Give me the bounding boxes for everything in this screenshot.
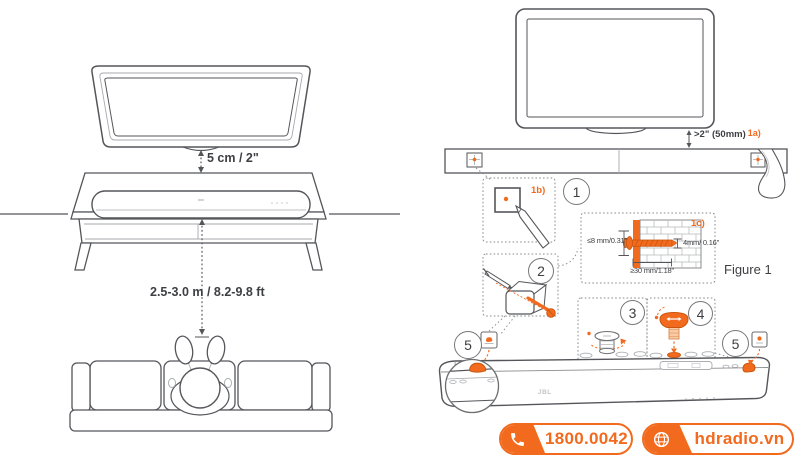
tv-soundbar-gap-label: 5 cm / 2" <box>207 151 259 165</box>
step1-mark-box <box>482 177 556 249</box>
listening-distance-label: 2.5-3.0 m / 8.2-9.8 ft <box>150 285 265 299</box>
website-badge: hdradio.vn <box>642 423 794 455</box>
bracket-right <box>742 362 756 373</box>
left-distance-line <box>195 219 209 338</box>
step-1-badge: 1 <box>563 178 590 205</box>
step-5-badge-right: 5 <box>722 330 749 357</box>
step1c-drill-box <box>580 212 716 284</box>
ref-1b: 1b) <box>531 185 546 196</box>
nail-icon <box>483 268 514 290</box>
globe-icon <box>644 425 692 453</box>
screw-depth-label: ≥30 mm/1.18" <box>630 266 674 275</box>
step-5-badge-left: 5 <box>454 331 482 359</box>
right-gap-arrow <box>686 130 692 148</box>
wall-gap-value: >2" (50mm) <box>694 129 746 140</box>
mount-knob-icon <box>659 311 689 340</box>
screw-diameter-label: 4mm/ 0.16" <box>683 238 720 247</box>
step5-left-group <box>476 331 498 368</box>
screw-protrusion-label: ≤8 mm/0.31" <box>586 236 627 245</box>
mount-foot-icon <box>594 330 620 355</box>
step4-knob-box <box>646 297 716 363</box>
template-mark-right <box>750 152 766 168</box>
phone-icon <box>501 425 545 453</box>
ref-1a: 1a) <box>747 127 761 138</box>
template-curl <box>756 148 786 199</box>
person-illustration <box>168 335 232 416</box>
dim-bracket-bottom <box>632 258 672 267</box>
step-2-badge: 2 <box>528 258 554 284</box>
phone-number: 1800.0042 <box>545 429 629 448</box>
left-soundbar-illustration <box>91 190 311 219</box>
phone-badge: 1800.0042 <box>499 423 633 455</box>
step3-foot-box <box>577 297 648 363</box>
ref-1c: 1c) <box>691 218 705 229</box>
wall-anchor-icon <box>495 280 556 318</box>
figure-caption: Figure 1 <box>724 262 772 277</box>
left-gap-arrow <box>198 150 204 173</box>
magnifier-circle <box>444 358 500 414</box>
bracket-left-magnified <box>468 362 487 373</box>
step5-right-group <box>748 331 768 366</box>
right-tv-illustration <box>515 8 715 135</box>
wall-soundbar-illustration <box>438 356 771 408</box>
left-tv-stand-illustration <box>70 172 327 271</box>
step-4-badge: 4 <box>688 301 713 326</box>
dim-bracket-right <box>673 238 682 249</box>
couch-illustration <box>69 360 333 432</box>
website-url: hdradio.vn <box>694 429 785 448</box>
template-mark-left <box>466 152 483 168</box>
dim-bracket-left <box>618 230 629 256</box>
soundbar-logo: JBL <box>538 389 552 396</box>
step2-anchor-box <box>482 253 559 318</box>
left-tv-illustration <box>91 65 311 152</box>
mounting-template-strip <box>444 148 788 199</box>
wall-gap-label: >2" (50mm)1a) <box>694 127 761 141</box>
step-3-badge: 3 <box>620 300 645 325</box>
pencil-icon <box>514 204 550 249</box>
